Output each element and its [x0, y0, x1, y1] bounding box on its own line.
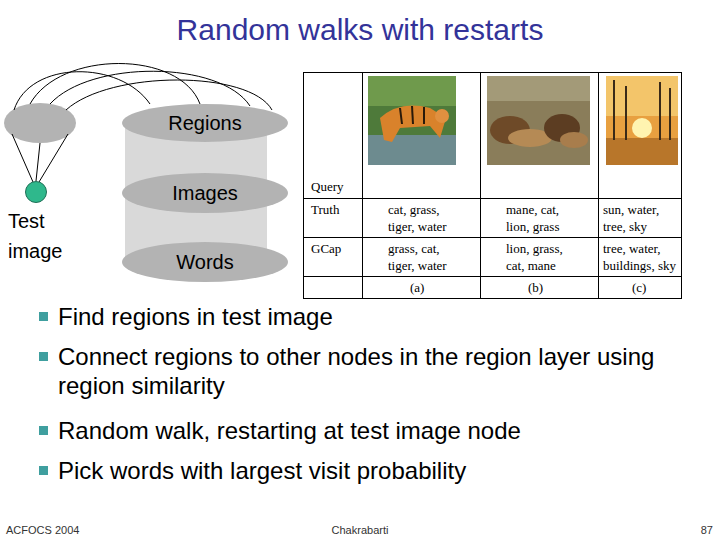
bullet-text: Random walk, restarting at test image no… [58, 416, 698, 445]
sunset-photo [606, 76, 678, 165]
footer-text: ACFOCS 2004 [6, 523, 79, 537]
tiger-photo [368, 76, 456, 165]
node-label: Test image [8, 206, 78, 266]
column-label: (b) [528, 279, 543, 296]
table-cell: cat, grass, tiger, water [388, 201, 462, 235]
row-header: Query [311, 178, 344, 195]
footer-text: Chakrabarti [0, 523, 720, 537]
bullet-text: Connect regions to other nodes in the re… [58, 342, 688, 400]
layer-ellipse: Words [122, 242, 288, 282]
table-cell: lion, grass, cat, mane [506, 240, 580, 274]
table-cell: grass, cat, tiger, water [388, 240, 462, 274]
layer-label: Regions [168, 112, 241, 135]
table-grid [303, 72, 682, 299]
bullet-text: Find regions in test image [58, 302, 698, 331]
layer-label: Words [176, 251, 233, 274]
layer-ellipse: Images [122, 173, 288, 213]
table-cell: mane, cat, lion, grass [506, 201, 580, 235]
bullet-text: Pick words with largest visit probabilit… [58, 456, 698, 485]
layer-ellipse: Regions [122, 104, 288, 142]
row-header: GCap [311, 240, 341, 257]
slide-title: Random walks with restarts [0, 12, 720, 48]
row-header: Truth [311, 201, 339, 218]
lion-photo [487, 76, 590, 165]
column-label: (c) [632, 279, 646, 296]
page-number: 87 [0, 523, 713, 537]
column-label: (a) [410, 279, 424, 296]
table-cell: sun, water, tree, sky [603, 201, 681, 235]
test-image-node: Test image [25, 181, 47, 203]
table-cell: tree, water, buildings, sky [603, 240, 681, 274]
layer-label: Images [172, 182, 238, 205]
bullet-marker [39, 312, 48, 475]
